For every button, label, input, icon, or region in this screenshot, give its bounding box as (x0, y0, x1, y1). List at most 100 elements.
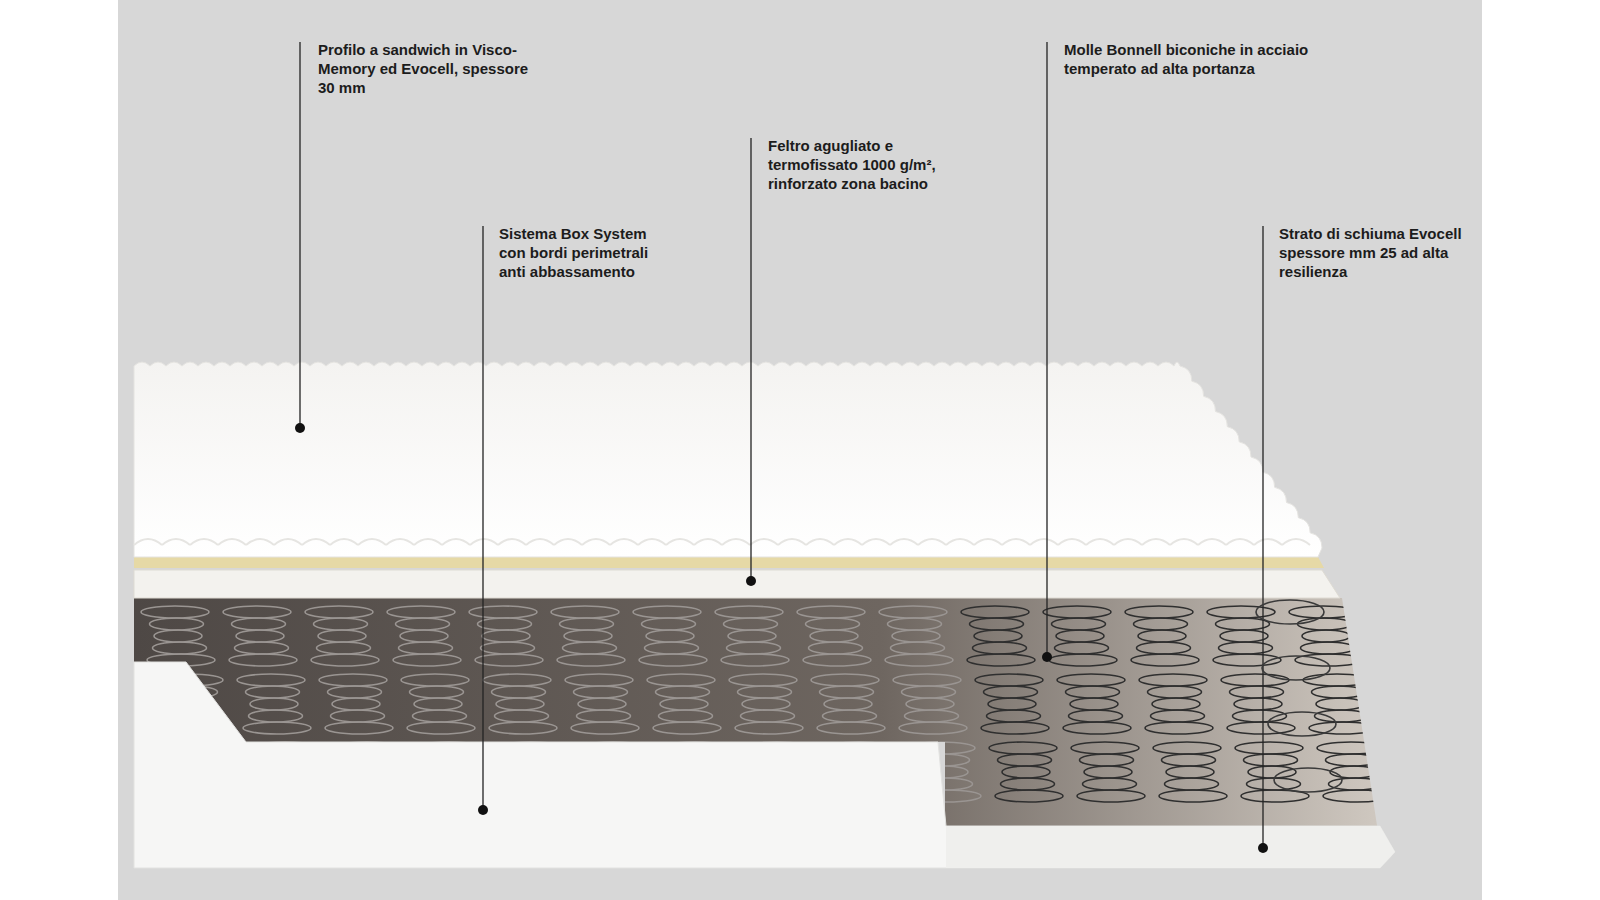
spring-coil (729, 674, 797, 686)
foam-wave (1226, 539, 1254, 545)
foam-wave (862, 539, 890, 545)
spring-coil (563, 642, 617, 654)
spring-coil (496, 698, 544, 710)
box-system-frame (134, 662, 1395, 868)
spring-coil (1131, 654, 1199, 666)
spring-coil (571, 722, 639, 734)
leader-line (482, 226, 483, 810)
spring-coil (647, 674, 715, 686)
spring-coil (153, 642, 207, 654)
spring-coil (387, 606, 455, 618)
spring-coil (1234, 698, 1282, 710)
spring-coil (1148, 686, 1202, 698)
spring-coil (1274, 768, 1342, 792)
callout-label: Strato di schiuma Evocell spessore mm 25… (1279, 224, 1474, 281)
foam-wave (526, 539, 554, 545)
foam-wave (1030, 539, 1058, 545)
foam-texture (134, 539, 1310, 545)
spring-coil (1063, 722, 1131, 734)
spring-coil (1326, 754, 1380, 766)
spring-coil (984, 686, 1038, 698)
spring-coil (742, 698, 790, 710)
foam-wave (638, 539, 666, 545)
foam-wave (1254, 539, 1282, 545)
panel-ground (118, 0, 1482, 900)
spring-coil (1001, 778, 1055, 790)
spring-coil (1298, 618, 1352, 630)
foam-wave (806, 539, 834, 545)
spring-coil (1043, 606, 1111, 618)
spring-coil (1084, 766, 1132, 778)
spring-coil (317, 642, 371, 654)
spring-coil (311, 654, 379, 666)
spring-coil (1317, 742, 1385, 754)
spring-coil (899, 722, 967, 734)
foam-wave (778, 539, 806, 545)
spring-coil (885, 654, 953, 666)
foam-wave (1198, 539, 1226, 545)
foam-wave (974, 539, 1002, 545)
spring-coil (970, 618, 1024, 630)
foam-wave (1170, 539, 1198, 545)
spring-coil (824, 698, 872, 710)
leader-line (1262, 226, 1263, 848)
foam-wave (1058, 539, 1086, 545)
foam-wave (1086, 539, 1114, 545)
spring-coil (481, 642, 535, 654)
leader-lines (295, 42, 1268, 853)
spring-coil (981, 722, 1049, 734)
leader-dot (1258, 843, 1268, 853)
spring-coil (645, 642, 699, 654)
callout-label: Profilo a sandwich in Visco-Memory ed Ev… (318, 40, 538, 97)
spring-coil (738, 686, 792, 698)
foam-wave (414, 539, 442, 545)
leader-dot (746, 576, 756, 586)
foam-wave (330, 539, 358, 545)
spring-coil (1235, 742, 1303, 754)
spring-coil (478, 618, 532, 630)
spring-coil (1262, 656, 1330, 680)
spring-coil (1371, 606, 1439, 618)
spring-coil (1216, 618, 1270, 630)
spring-coil (578, 698, 626, 710)
spring-coil (564, 630, 612, 642)
spring-coil (1411, 778, 1465, 790)
foam-wave (722, 539, 750, 545)
spring-coil (1384, 630, 1432, 642)
memory-strip (134, 557, 1324, 568)
spring-coil (1052, 618, 1106, 630)
spring-coil (1162, 754, 1216, 766)
spring-coil (973, 642, 1027, 654)
foam-wave (1114, 539, 1142, 545)
spring-coil (557, 654, 625, 666)
spring-coil (902, 686, 956, 698)
spring-coil (1412, 766, 1460, 778)
spring-coil (232, 618, 286, 630)
spring-coil (482, 630, 530, 642)
spring-coil (721, 654, 789, 666)
spring-coil (469, 606, 537, 618)
spring-coil (250, 698, 298, 710)
foam-wave (218, 539, 246, 545)
spring-coil (1405, 790, 1473, 802)
foam-wave (246, 539, 274, 545)
spring-coil (1002, 766, 1050, 778)
foam-wave (890, 539, 918, 545)
spring-coil (331, 710, 385, 722)
spring-coil (1139, 674, 1207, 686)
spring-coil (639, 654, 707, 666)
spring-coil (906, 698, 954, 710)
spring-coil (414, 698, 462, 710)
spring-coil (728, 630, 776, 642)
spring-coil (741, 710, 795, 722)
spring-coil (410, 686, 464, 698)
spring-coil (1080, 754, 1134, 766)
spring-coil (1165, 778, 1219, 790)
foam-wave (302, 539, 330, 545)
spring-coil (879, 606, 947, 618)
spring-coil (489, 722, 557, 734)
spring-coil (1383, 642, 1437, 654)
spring-coil (319, 674, 387, 686)
foam-wave (610, 539, 638, 545)
foam-wave (498, 539, 526, 545)
